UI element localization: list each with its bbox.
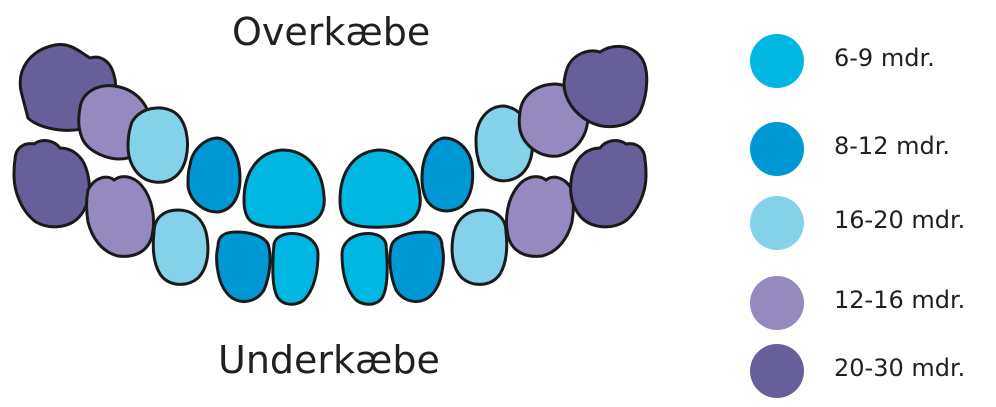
- lower-right-central-incisor: [342, 233, 387, 304]
- legend-item-8-12: 8-12 mdr.: [750, 118, 990, 178]
- lower-left-central-incisor: [273, 233, 318, 304]
- upper-left-central-incisor: [244, 150, 324, 227]
- lower-right-lateral-incisor: [390, 232, 444, 302]
- teeth-diagram: [0, 0, 700, 330]
- upper-left-lateral-incisor: [188, 138, 240, 212]
- swatch-8-12: [750, 122, 804, 176]
- lower-jaw-label: Underkæbe: [218, 338, 440, 382]
- upper-right-central-incisor: [340, 150, 420, 227]
- legend-item-20-30: 20-30 mdr.: [750, 340, 990, 400]
- lower-left-canine: [153, 210, 208, 284]
- legend-label-20-30: 20-30 mdr.: [834, 354, 965, 382]
- lower-right-canine: [452, 210, 507, 284]
- lower-left-first-molar: [87, 177, 154, 257]
- lower-right-second-molar: [571, 141, 646, 227]
- legend-label-8-12: 8-12 mdr.: [834, 132, 950, 160]
- legend-label-12-16: 12-16 mdr.: [834, 286, 965, 314]
- legend-label-6-9: 6-9 mdr.: [834, 44, 935, 72]
- lower-right-first-molar: [506, 177, 573, 257]
- legend-item-6-9: 6-9 mdr.: [750, 30, 990, 90]
- lower-left-second-molar: [14, 141, 89, 227]
- swatch-20-30: [750, 344, 804, 398]
- swatch-6-9: [750, 34, 804, 88]
- legend-label-16-20: 16-20 mdr.: [834, 206, 965, 234]
- legend-item-16-20: 16-20 mdr.: [750, 192, 990, 252]
- legend-item-12-16: 12-16 mdr.: [750, 272, 990, 332]
- swatch-12-16: [750, 276, 804, 330]
- swatch-16-20: [750, 196, 804, 250]
- lower-left-lateral-incisor: [217, 232, 271, 302]
- upper-left-canine: [128, 108, 188, 182]
- upper-right-lateral-incisor: [422, 138, 473, 211]
